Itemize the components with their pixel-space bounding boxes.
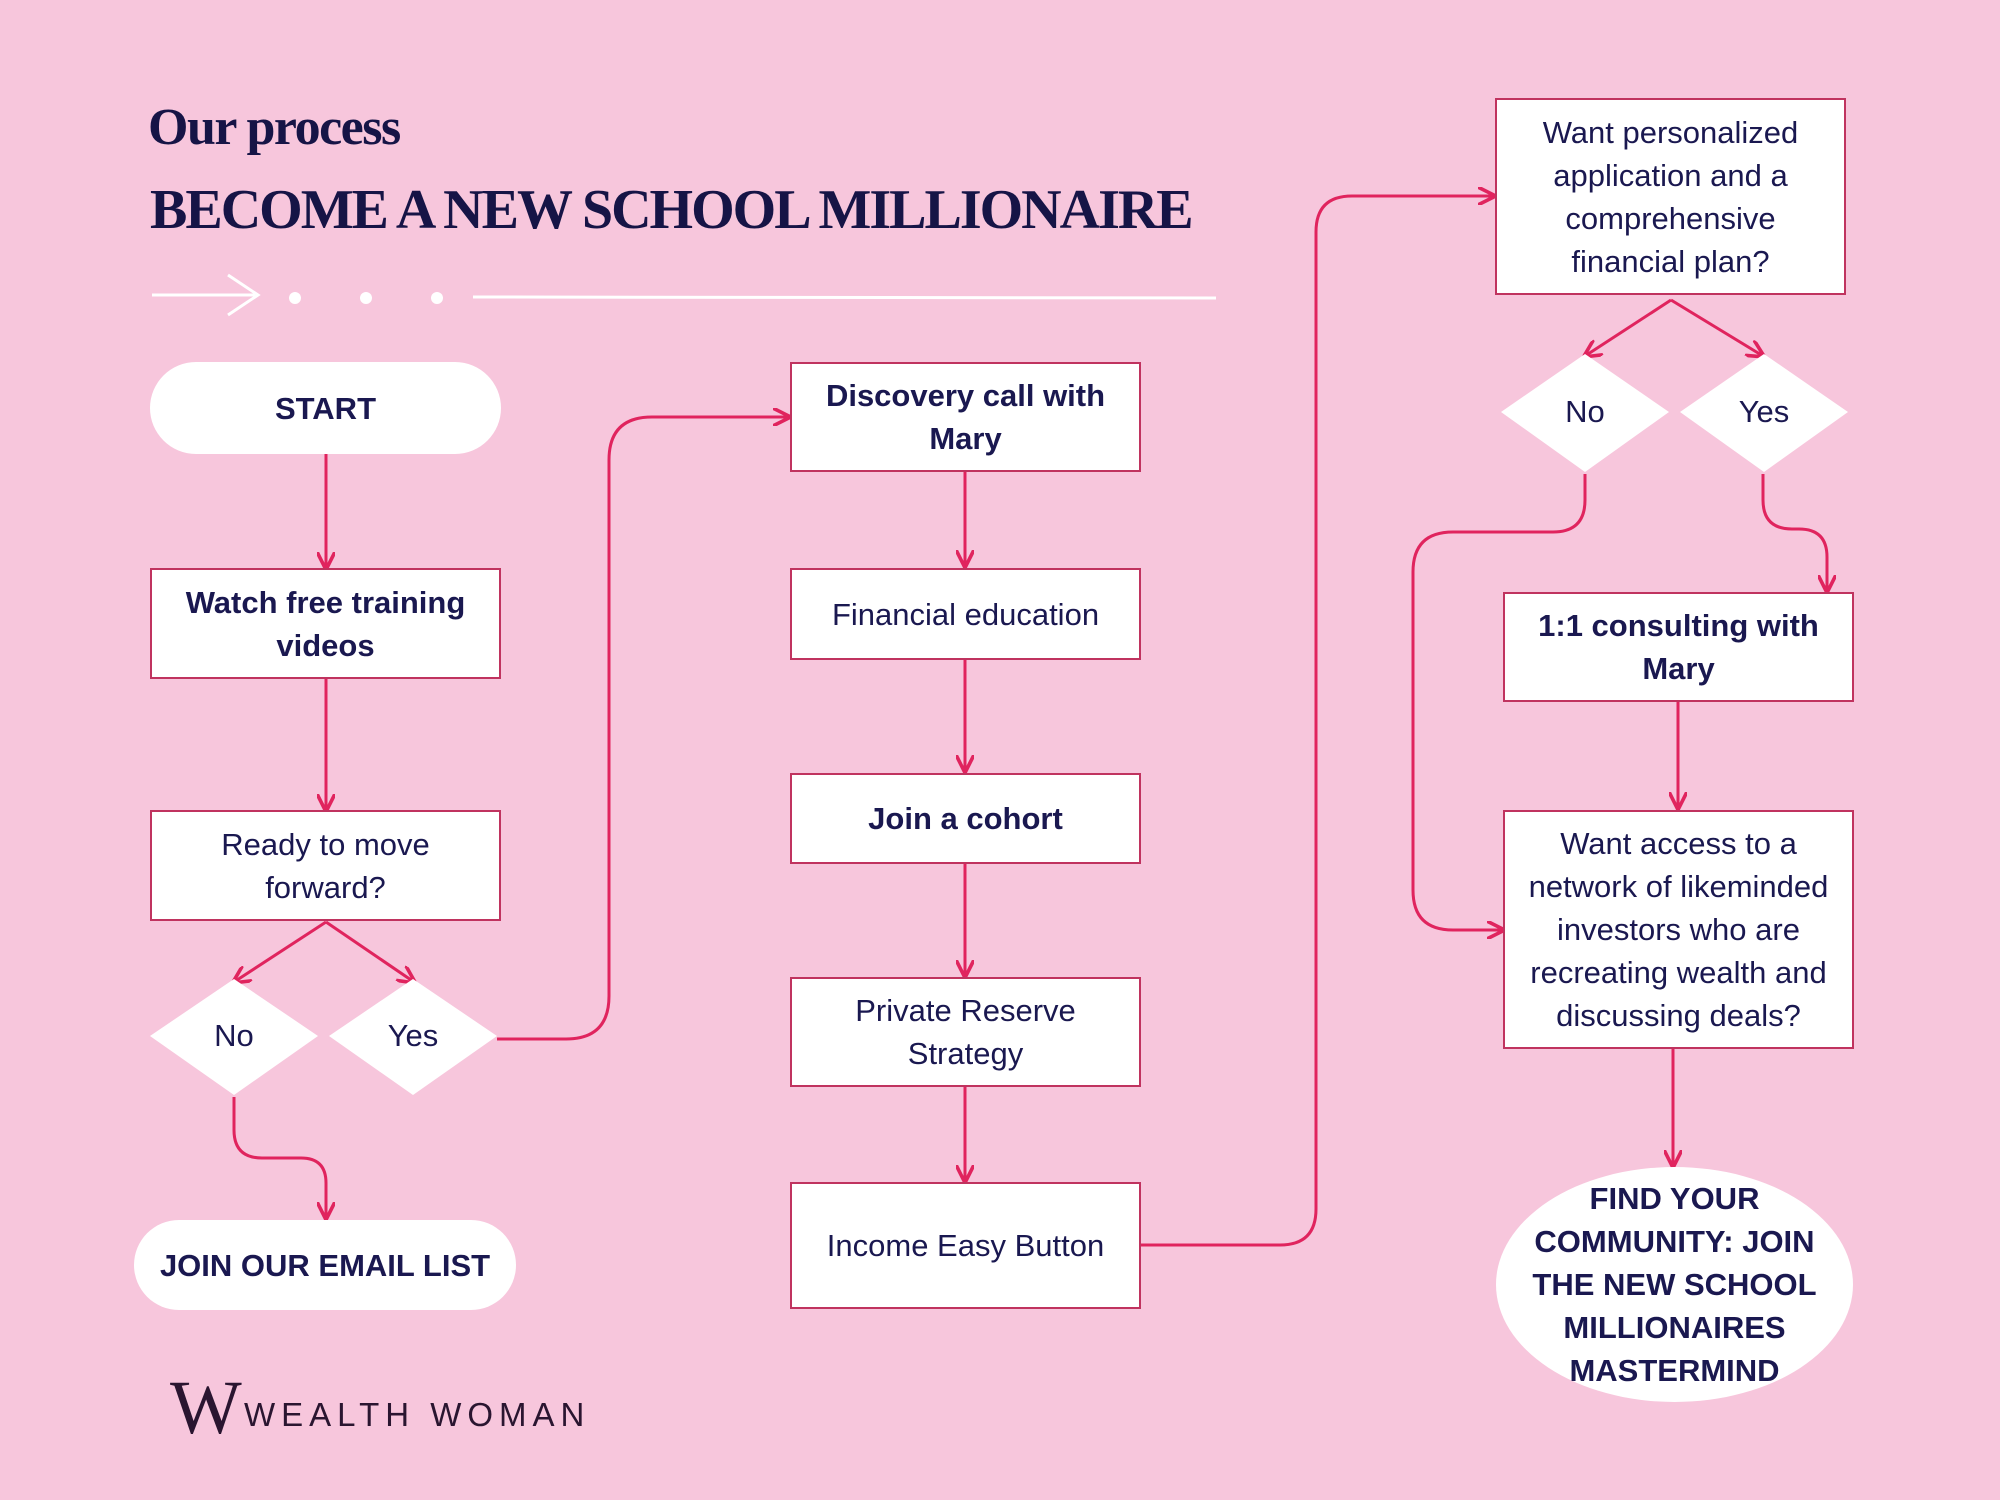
decision-yes-diamond-2: [1680, 354, 1848, 472]
financial-education-node: Financial education: [790, 568, 1141, 660]
edge-ready-yes: [325, 920, 414, 982]
income-easy-button-node: Income Easy Button: [790, 1182, 1141, 1309]
start-node: START: [150, 362, 501, 454]
edge-personalized-yes: [1670, 298, 1763, 356]
edge-no-email: [232, 1097, 326, 1218]
network-access-node: Want access to a network of likeminded i…: [1503, 810, 1854, 1049]
watch-videos-node: Watch free training videos: [150, 568, 501, 679]
header-divider: [152, 273, 1217, 317]
ready-forward-node: Ready to move forward?: [150, 810, 501, 921]
decision-no-diamond: [150, 979, 318, 1095]
edge-no-network: [1411, 474, 1587, 930]
edge-income-personalized: [1140, 196, 1494, 1247]
decision-yes-diamond: [329, 979, 497, 1095]
find-community-node: FIND YOUR COMMUNITY: JOIN THE NEW SCHOOL…: [1496, 1167, 1853, 1402]
discovery-call-node: Discovery call with Mary: [790, 362, 1141, 472]
join-cohort-node: Join a cohort: [790, 773, 1141, 864]
edge-yes-consulting: [1761, 474, 1827, 591]
brand-name: WEALTH WOMAN: [244, 1396, 591, 1433]
decision-yes-label: Yes: [387, 1018, 439, 1053]
header-subtitle: Our process: [148, 99, 401, 156]
wealth-woman-logo-icon: W: [170, 1366, 242, 1450]
edge-personalized-no: [1585, 298, 1672, 356]
decision-yes-label-2: Yes: [1738, 394, 1790, 429]
join-email-list-node: JOIN OUR EMAIL LIST: [134, 1220, 516, 1310]
decision-no-label: No: [214, 1018, 254, 1053]
personalized-plan-node: Want personalized application and a comp…: [1495, 98, 1846, 295]
decision-no-diamond-2: [1501, 354, 1669, 472]
decision-no-label-2: No: [1565, 394, 1605, 429]
edge-ready-no: [234, 920, 327, 982]
page-title: BECOME A NEW SCHOOL MILLIONAIRE: [150, 179, 1194, 241]
edge-yes-discovery: [497, 417, 789, 1041]
private-reserve-node: Private Reserve Strategy: [790, 977, 1141, 1087]
consulting-node: 1:1 consulting with Mary: [1503, 592, 1854, 702]
